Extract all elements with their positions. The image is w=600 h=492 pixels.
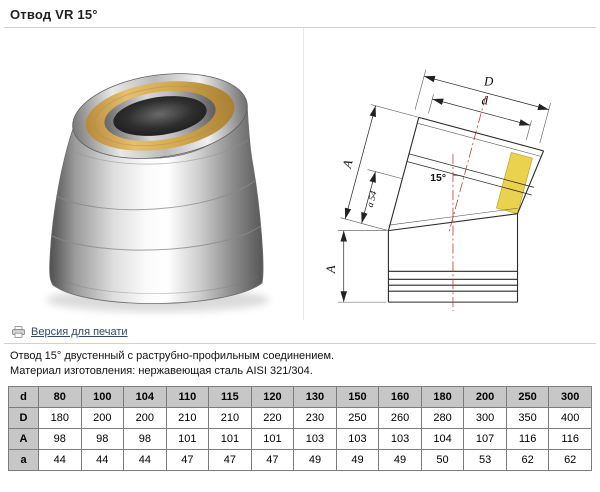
body-seam-3 [51, 225, 262, 251]
table-col-header-104: 104 [123, 386, 167, 408]
print-row: Версия для печати [0, 320, 600, 343]
table-cell: 47 [208, 449, 252, 471]
table-cell: 400 [548, 407, 592, 429]
dim-label-socket-depth: a 54 [366, 190, 380, 209]
table-cell: 49 [378, 449, 422, 471]
table-col-header-200: 200 [463, 386, 507, 408]
divider-middle [4, 343, 596, 344]
insulation-texture [94, 85, 226, 147]
table-cell: 210 [165, 407, 210, 429]
insulation-highlight [496, 152, 533, 215]
inner-bore [113, 96, 207, 136]
table-row-header-a: a [8, 449, 39, 471]
table-cell: 260 [378, 407, 422, 429]
table-cell: 230 [293, 407, 337, 429]
table-cell: 180 [38, 407, 82, 429]
table-col-header-115: 115 [208, 386, 252, 408]
table-cell: 103 [293, 428, 337, 450]
centerlines [448, 95, 487, 312]
table-cell: 116 [505, 428, 550, 450]
table-col-header-300: 300 [548, 386, 592, 408]
extension-lines [337, 69, 551, 303]
body-seam-2 [55, 179, 257, 211]
table-cell: 47 [165, 449, 210, 471]
table-cell: 210 [208, 407, 252, 429]
table-cell: 101 [208, 428, 252, 450]
figures-row: D d A a 54 15° A [0, 28, 600, 320]
table-cell: 62 [505, 449, 550, 471]
angle-arc [452, 174, 465, 177]
table-cell: 220 [250, 407, 295, 429]
table-cell: 50 [420, 449, 465, 471]
table-corner-header: d [8, 386, 39, 408]
table-col-header-250: 250 [505, 386, 550, 408]
dimension-lines [340, 75, 549, 303]
table-cell: 116 [548, 428, 592, 450]
divider-top [4, 27, 596, 28]
table-cell: 104 [420, 428, 465, 450]
table-col-header-160: 160 [378, 386, 422, 408]
table-cell: 53 [463, 449, 507, 471]
table-col-header-110: 110 [165, 386, 210, 408]
page-title: Отвод VR 15° [10, 7, 98, 22]
table-cell: 200 [123, 407, 167, 429]
table-cell: 107 [463, 428, 507, 450]
dim-label-outer-diameter: D [483, 74, 494, 89]
table-cell: 350 [505, 407, 550, 429]
table-cell: 98 [80, 428, 125, 450]
table-col-header-150: 150 [335, 386, 380, 408]
technical-drawing: D d A a 54 15° A [303, 28, 594, 320]
dim-label-lower-length: A [323, 265, 338, 274]
dim-label-inner-diameter: d [482, 92, 489, 107]
printer-icon [12, 326, 25, 338]
dim-label-angle: 15° [430, 173, 446, 184]
table-cell: 250 [335, 407, 380, 429]
table-cell: 49 [335, 449, 380, 471]
table-cell: 103 [335, 428, 380, 450]
table-cell: 103 [378, 428, 422, 450]
dim-label-upper-length: A [339, 158, 356, 171]
table-row-header-A: A [8, 428, 39, 450]
body-seam-1 [69, 139, 249, 165]
table-col-header-80: 80 [38, 386, 82, 408]
body-bottom-reflection [57, 275, 259, 294]
table-col-header-130: 130 [293, 386, 337, 408]
print-version-link[interactable]: Версия для печати [31, 326, 128, 338]
table-cell: 62 [548, 449, 592, 471]
table-cell: 49 [293, 449, 337, 471]
table-cell: 280 [420, 407, 465, 429]
elbow-outline [387, 116, 545, 303]
table-cell: 98 [38, 428, 82, 450]
table-col-header-120: 120 [250, 386, 295, 408]
table-cell: 101 [250, 428, 295, 450]
table-row-header-D: D [8, 407, 39, 429]
table-cell: 98 [123, 428, 167, 450]
description-line-2: Материал изготовления: нержавеющая сталь… [10, 365, 313, 377]
table-col-header-100: 100 [80, 386, 125, 408]
table-cell: 300 [463, 407, 507, 429]
product-descriptions: Отвод 15° двустенный с раструбно-профиль… [0, 344, 600, 379]
table-cell: 44 [38, 449, 82, 471]
table-cell: 44 [80, 449, 125, 471]
table-cell: 200 [80, 407, 125, 429]
page-header: Отвод VR 15° [0, 0, 600, 27]
top-opening [72, 73, 248, 159]
technical-drawing-svg: D d A a 54 15° A [323, 69, 551, 312]
product-photo [0, 28, 303, 320]
table-col-header-180: 180 [420, 386, 465, 408]
description-line-1: Отвод 15° двустенный с раструбно-профиль… [10, 350, 335, 362]
table-cell: 44 [123, 449, 167, 471]
table-cell: 101 [165, 428, 210, 450]
table-cell: 47 [250, 449, 295, 471]
product-photo-svg [46, 73, 270, 312]
